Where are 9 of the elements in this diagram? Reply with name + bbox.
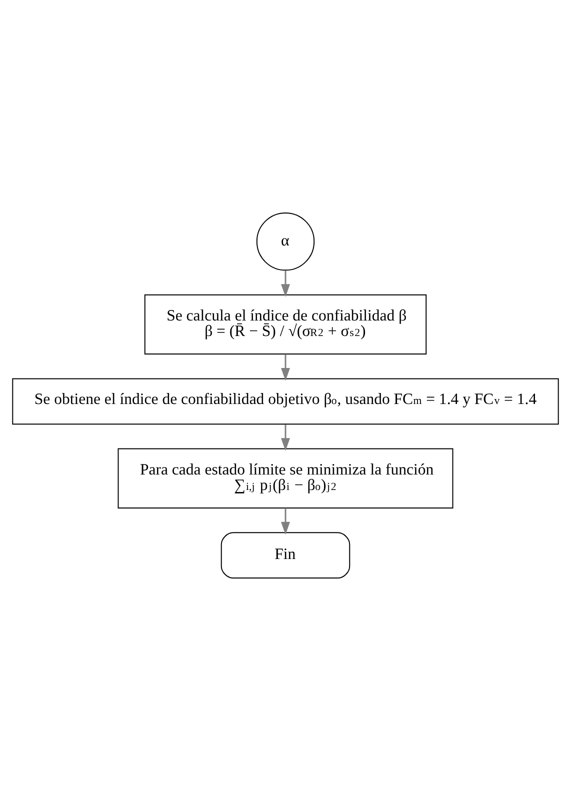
- node-box: Para cada estado límite se minimiza la función ∑i,j pj(βi − βo)j2: [118, 448, 454, 508]
- node-circle: α: [256, 212, 315, 271]
- arrow: [281, 354, 290, 381]
- node-box: Se calcula el índice de confiabilidad β β = (R̄ − S̄) / √(σR2 + σs2): [144, 294, 427, 355]
- arrow: [281, 424, 290, 452]
- node-box: Se obtiene el índice de confiabilidad objetivo βo, usando FCm = 1.4 y FCv = 1.4: [12, 378, 559, 425]
- node-box: Fin: [220, 532, 350, 579]
- arrow: [281, 508, 290, 535]
- arrow: [281, 270, 290, 297]
